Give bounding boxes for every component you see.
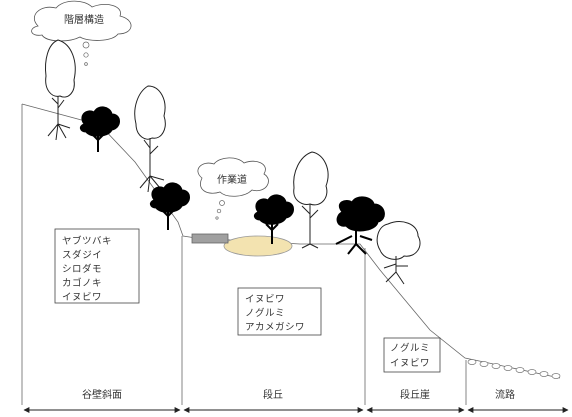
tall-tree-icon xyxy=(45,39,76,141)
species-item: アカメガシワ xyxy=(245,322,305,333)
zone-label-terrace-cliff: 段丘崖 xyxy=(400,388,430,401)
valley-slope-species-box: ヤブツバキ スダジイ シロダモ カゴノキ イヌビワ xyxy=(54,228,140,304)
stream-pebbles xyxy=(467,359,561,379)
work-road-label: 作業道 xyxy=(217,173,247,186)
species-item: スダジイ xyxy=(62,249,102,261)
zone-label-stream: 流路 xyxy=(495,388,515,401)
species-item: ノグルミ xyxy=(245,307,285,319)
log xyxy=(191,233,229,244)
terrace-cliff-species-box: ノグルミ イヌビワ xyxy=(383,337,441,373)
species-item: イヌビワ xyxy=(390,358,430,369)
zone-label-valley-slope: 谷壁斜面 xyxy=(82,388,122,401)
cliff-tree-icon xyxy=(376,221,421,285)
species-item: イヌビワ xyxy=(245,294,285,305)
dark-tree-icon xyxy=(79,106,120,152)
tall-tree-icon xyxy=(293,151,329,249)
species-item: カゴノキ xyxy=(62,277,102,289)
work-road-bubble: 作業道 xyxy=(197,157,269,220)
species-item: シロダモ xyxy=(62,263,102,275)
zone-label-terrace: 段丘 xyxy=(263,388,283,401)
dark-tree-icon xyxy=(335,196,385,255)
dark-tree-icon xyxy=(253,194,294,244)
tall-tree-icon xyxy=(134,85,166,193)
layer-structure-label: 階層構造 xyxy=(64,13,104,26)
species-item: ノグルミ xyxy=(390,342,430,354)
work-road-area xyxy=(223,235,293,257)
dark-tree-icon xyxy=(149,182,190,230)
species-item: ヤブツバキ xyxy=(62,235,112,247)
layer-structure-bubble: 階層構造 xyxy=(31,0,132,66)
terrace-species-box: イヌビワ ノグルミ アカメガシワ xyxy=(237,287,322,336)
species-item: イヌビワ xyxy=(62,292,102,303)
